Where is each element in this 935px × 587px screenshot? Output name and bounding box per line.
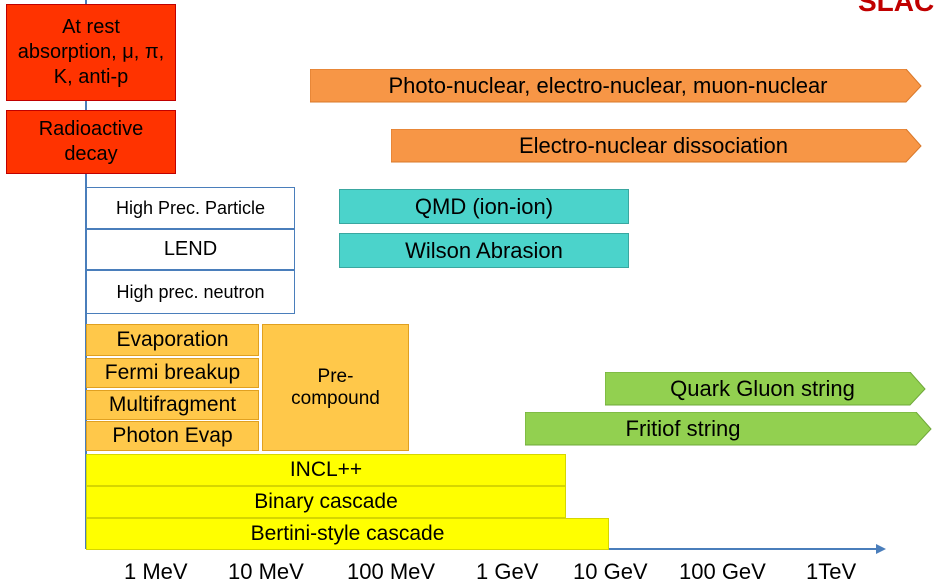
binary-cascade-box: Binary cascade [86, 486, 566, 518]
electro-nuclear-label: Electro-nuclear dissociation [518, 133, 789, 158]
multifragment-label: Multifragment [108, 393, 237, 416]
tick-1-mev: 1 MeV [124, 559, 188, 584]
high-prec-particle-label: High Prec. Particle [115, 197, 266, 218]
qmd-label: QMD (ion-ion) [414, 193, 554, 219]
binary-cascade-label: Binary cascade [254, 490, 398, 513]
quark-gluon-arrow: Quark Gluon string [605, 372, 926, 406]
slac-logo: SLAC [858, 0, 935, 17]
at-rest-absorption-box: At rest absorption, μ, π, K, anti-p [6, 4, 176, 101]
radioactive-decay-label: Radioactive decay [38, 118, 144, 165]
electro-nuclear-arrow: Electro-nuclear dissociation [391, 129, 922, 163]
fermi-breakup-label: Fermi breakup [104, 361, 241, 384]
wilson-abrasion-label: Wilson Abrasion [405, 237, 563, 263]
radioactive-decay-box: Radioactive decay [6, 110, 176, 174]
high-prec-neutron-label: High prec. neutron [116, 281, 265, 302]
multifragment-box: Multifragment [86, 390, 259, 420]
qmd-box: QMD (ion-ion) [339, 189, 629, 224]
lend-label: LEND [163, 238, 218, 260]
at-rest-absorption-label: At rest absorption, μ, π, K, anti-p [17, 16, 165, 88]
photon-evap-label: Photon Evap [112, 424, 233, 447]
tick-10-gev: 10 GeV [573, 559, 648, 584]
fritiof-arrow: Fritiof string [525, 412, 932, 446]
incl-box: INCL++ [86, 454, 566, 486]
tick-100-gev: 100 GeV [679, 559, 766, 584]
tick-1-gev: 1 GeV [476, 559, 539, 584]
tick-1-tev: 1TeV [806, 559, 857, 584]
high-prec-neutron-box: High prec. neutron [86, 270, 295, 314]
quark-gluon-label: Quark Gluon string [670, 376, 855, 401]
precompound-box: Pre- compound [262, 324, 409, 451]
photo-nuclear-arrow: Photo-nuclear, electro-nuclear, muon-nuc… [310, 69, 922, 103]
precompound-label: Pre- compound [291, 365, 380, 409]
bertini-cascade-box: Bertini-style cascade [86, 518, 609, 550]
evaporation-box: Evaporation [86, 324, 259, 356]
tick-100-mev: 100 MeV [347, 559, 436, 584]
high-prec-particle-box: High Prec. Particle [86, 187, 295, 229]
tick-10-mev: 10 MeV [228, 559, 304, 584]
photon-evap-box: Photon Evap [86, 421, 259, 451]
incl-label: INCL++ [289, 458, 363, 481]
wilson-abrasion-box: Wilson Abrasion [339, 233, 629, 268]
evaporation-label: Evaporation [116, 328, 229, 351]
bertini-cascade-label: Bertini-style cascade [250, 522, 445, 545]
fritiof-label: Fritiof string [625, 416, 741, 441]
fermi-breakup-box: Fermi breakup [86, 358, 259, 388]
lend-box: LEND [86, 229, 295, 270]
photo-nuclear-label: Photo-nuclear, electro-nuclear, muon-nuc… [388, 73, 828, 98]
